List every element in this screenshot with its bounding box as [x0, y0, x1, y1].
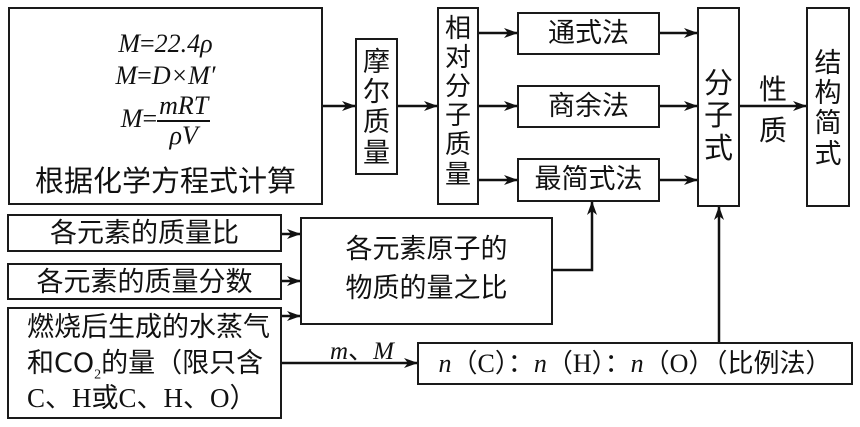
fraction-denominator: ρV	[169, 121, 198, 150]
combustion-co2-text: 和CO	[27, 348, 95, 379]
general-formula-method-box: 通式法	[517, 12, 660, 55]
quotient-remainder-method-box: 商余法	[517, 85, 660, 128]
vertical-char: 质	[363, 107, 390, 139]
vertical-char: 质	[758, 113, 787, 147]
separator: 、	[348, 338, 374, 365]
relative-molecular-mass-label: 相对分子质量	[439, 14, 477, 190]
formula-line-relative-density: M=D×M′	[10, 63, 321, 89]
ratio-method-box: n（C）：n（H）：n（O）（比例法）	[417, 342, 853, 385]
molar-mass-symbol: M	[373, 338, 394, 365]
vertical-char: 子	[444, 101, 471, 132]
formula-eq: =	[140, 29, 155, 58]
formula-rhs: D×M′	[151, 61, 216, 90]
mass-ratio-box: 各元素的质量比	[7, 214, 282, 252]
formula-lhs: M	[120, 103, 143, 133]
formula-eq: =	[137, 61, 152, 90]
colon: ：	[507, 349, 534, 378]
combustion-products-box: 燃烧后生成的水蒸气 和CO2的量（限只含 C、H或C、H、O）	[7, 307, 282, 419]
formula-rhs: 22.4ρ	[154, 29, 213, 58]
mass-ratio-label: 各元素的质量比	[50, 218, 239, 249]
formula-line-density: M=22.4ρ	[10, 31, 321, 57]
vertical-char: 量	[363, 137, 390, 169]
vertical-char: 性	[758, 73, 787, 106]
vertical-char: 结	[814, 48, 842, 79]
hydrogen-term: （H）	[546, 349, 605, 378]
oxygen-term: （O）	[643, 349, 715, 378]
ratio-method-label: n（C）：n（H）：n（O）（比例法）	[419, 349, 851, 379]
n-symbol: n	[533, 349, 547, 378]
arrow-mole-ratio-to-simplest	[553, 201, 597, 272]
mass-fraction-box: 各元素的质量分数	[7, 263, 282, 300]
vertical-char: 相	[444, 14, 471, 44]
property-edge-label: 性质	[748, 70, 798, 151]
colon: ：	[604, 349, 631, 378]
combustion-line1: 燃烧后生成的水蒸气	[27, 312, 270, 343]
atom-mole-ratio-box: 各元素原子的 物质的量之比	[300, 217, 553, 325]
vertical-char: 分	[444, 72, 471, 103]
vertical-char: 简	[814, 108, 842, 140]
molecular-formula-box: 分子式	[697, 7, 740, 207]
vertical-char: 构	[814, 78, 842, 110]
subscript-2: 2	[94, 367, 102, 383]
mass-fraction-label: 各元素的质量分数	[36, 267, 253, 298]
vertical-char: 尔	[363, 77, 390, 109]
relative-molecular-mass-box: 相对分子质量	[437, 7, 479, 205]
structural-formula-label: 结构简式	[808, 48, 848, 170]
ratio-method-name: （比例法）	[714, 349, 832, 379]
formula-lhs: M	[115, 61, 138, 90]
combustion-limit-text: 的量（限只含	[101, 348, 264, 379]
atom-mole-ratio-line1: 各元素原子的	[345, 234, 508, 265]
vertical-char: 子	[703, 98, 733, 133]
molecular-formula-label: 分子式	[699, 66, 738, 165]
formula-eq: =	[142, 103, 158, 133]
molar-mass-box: 摩尔质量	[355, 38, 398, 175]
simplest-formula-method-label: 最简式法	[534, 164, 643, 195]
n-symbol: n	[438, 349, 452, 378]
quotient-remainder-method-label: 商余法	[548, 91, 629, 122]
vertical-char: 量	[444, 159, 471, 190]
general-formula-method-label: 通式法	[548, 18, 629, 49]
formula-lhs: M	[118, 29, 140, 58]
combustion-line3: C、H或C、H、O）	[27, 383, 257, 413]
combustion-line2: 和CO2的量（限只含	[27, 350, 263, 382]
vertical-char: 式	[814, 138, 842, 170]
fraction-numerator: mRT	[157, 91, 211, 122]
chemical-equation-label: 根据化学方程式计算	[34, 164, 296, 198]
simplest-formula-method-box: 最简式法	[517, 158, 660, 202]
m-M-edge-label: m、M	[330, 331, 394, 367]
atom-mole-ratio-line2: 物质的量之比	[345, 273, 508, 304]
vertical-char: 对	[444, 43, 471, 74]
vertical-char: 质	[444, 130, 471, 161]
molar-mass-label: 摩尔质量	[357, 47, 396, 169]
n-symbol: n	[630, 349, 644, 378]
mass-symbol: m	[330, 338, 349, 365]
vertical-char: 分	[703, 66, 733, 100]
vertical-char: 式	[703, 130, 733, 165]
structural-formula-box: 结构简式	[806, 7, 850, 207]
carbon-term: （C）	[451, 349, 508, 378]
vertical-char: 摩	[363, 47, 390, 78]
